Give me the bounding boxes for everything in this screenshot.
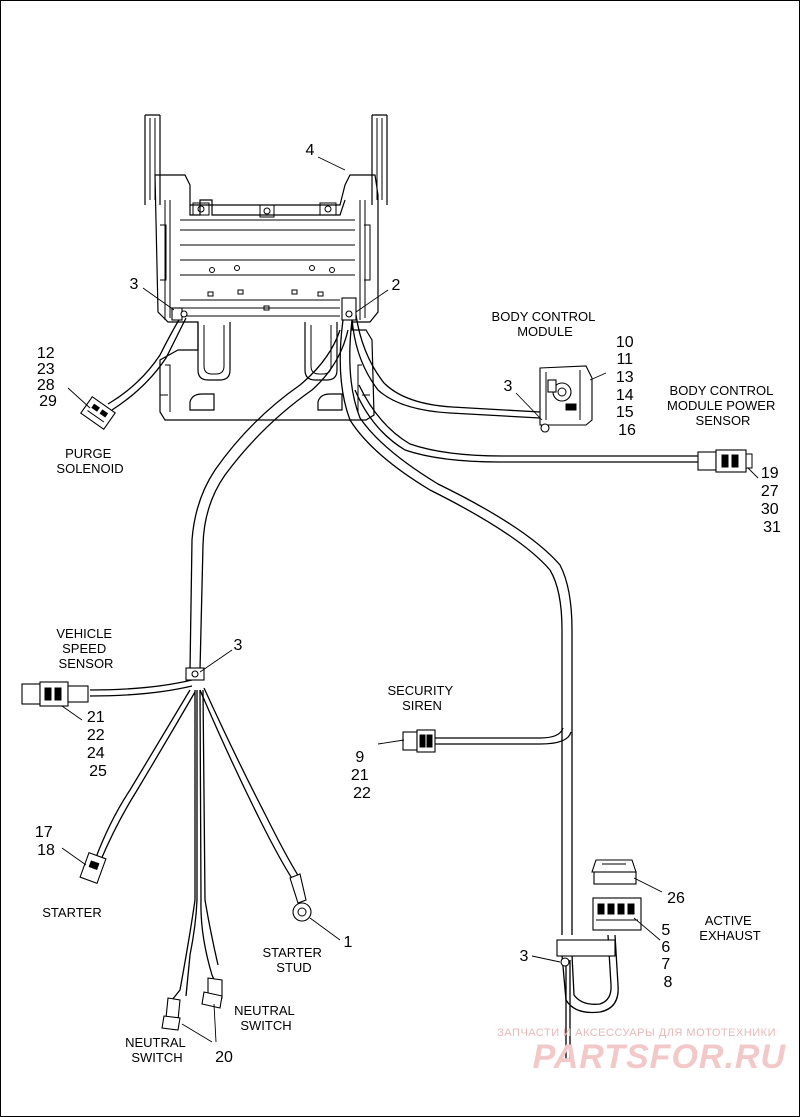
neutral-switch-right-label: NEUTRAL SWITCH: [234, 1003, 298, 1033]
neutral-switch-terminal-left: [161, 997, 181, 1031]
connector-cap-26: [591, 859, 637, 885]
harness-wires: [89, 314, 700, 1060]
active-exhaust-connector: [592, 897, 642, 931]
starter-connector: [79, 852, 107, 884]
vehicle-speed-sensor-connector: [21, 681, 89, 707]
callout-3-lower-clamp: 3: [520, 948, 529, 965]
callout-group-exhaust: 5 6 7 8: [661, 922, 674, 991]
callout-group-starter: 17 18: [35, 824, 57, 859]
callout-20: 20: [215, 1049, 233, 1066]
component-labels: PURGE SOLENOID BODY CONTROL MODULE BODY …: [42, 309, 779, 1065]
callout-numbers: 4 3 2 12 23 28 29 10 11 13 14 15 16 3 19…: [35, 142, 783, 1066]
body-control-module-label: BODY CONTROL MODULE: [492, 309, 599, 339]
bcm-power-sensor-label: BODY CONTROL MODULE POWER SENSOR: [667, 383, 779, 428]
vehicle-speed-sensor-label: VEHICLE SPEED SENSOR: [56, 626, 115, 671]
callout-1: 1: [344, 934, 353, 951]
starter-stud-label: STARTER STUD: [262, 945, 325, 975]
callout-group-bcm: 10 11 13 14 15 16: [616, 334, 638, 439]
callout-group-vss: 21 22 24 25: [87, 709, 109, 780]
watermark-logo: PARTSFOR.RU: [533, 1038, 787, 1076]
security-siren-label: SECURITY SIREN: [387, 683, 456, 713]
cable-clamp-mid: [185, 667, 205, 681]
bcm-power-sensor-connector: [697, 449, 753, 473]
leader-lines: [61, 156, 759, 1043]
cable-clamp-right: [341, 297, 357, 321]
callout-3-mid-clamp: 3: [234, 637, 243, 654]
security-siren-connector: [402, 729, 436, 753]
cable-clamp-lower: [556, 939, 616, 967]
callout-3-bcm: 3: [504, 378, 513, 395]
active-exhaust-label: ACTIVE EXHAUST: [699, 913, 760, 943]
watermark-tagline: ЗАПЧАСТИ И АКСЕССУАРЫ ДЛЯ МОТОТЕХНИКИ: [497, 1027, 776, 1039]
starter-stud-terminal: [289, 873, 312, 922]
callout-3-left-clamp: 3: [130, 276, 139, 293]
neutral-switch-terminal-right: [201, 977, 223, 1009]
purge-solenoid-connector: [80, 396, 116, 430]
neutral-switch-left-label: NEUTRAL SWITCH: [125, 1035, 189, 1065]
mounting-bracket: [144, 114, 388, 421]
callout-26: 26: [667, 890, 685, 907]
callout-group-purge: 12 23 28 29: [37, 345, 59, 410]
starter-label: STARTER: [42, 905, 101, 920]
purge-solenoid-label: PURGE SOLENOID: [56, 446, 123, 476]
callout-2: 2: [392, 277, 401, 294]
callout-group-siren: 9 21 22: [351, 749, 373, 802]
callout-group-power-sensor: 19 27 30 31: [761, 465, 783, 536]
body-control-module: [539, 365, 593, 433]
callout-4: 4: [306, 142, 315, 159]
watermark: ЗАПЧАСТИ И АКСЕССУАРЫ ДЛЯ МОТОТЕХНИКИ PA…: [497, 1027, 787, 1076]
cable-clamp-left: [171, 307, 188, 321]
